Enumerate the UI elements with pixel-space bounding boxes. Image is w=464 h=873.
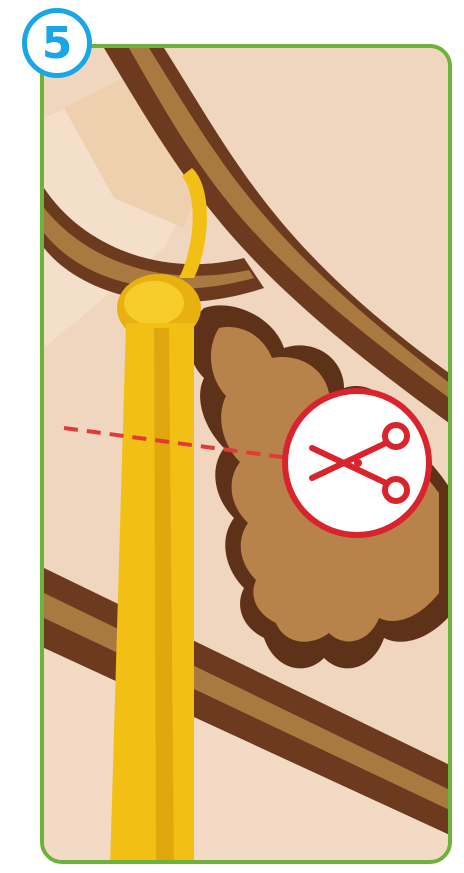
step-number-badge: 5	[22, 8, 92, 78]
cord-knot-highlight	[124, 281, 184, 325]
cut-marker	[282, 388, 432, 538]
scissors-icon	[288, 394, 426, 532]
step-number: 5	[42, 18, 73, 69]
